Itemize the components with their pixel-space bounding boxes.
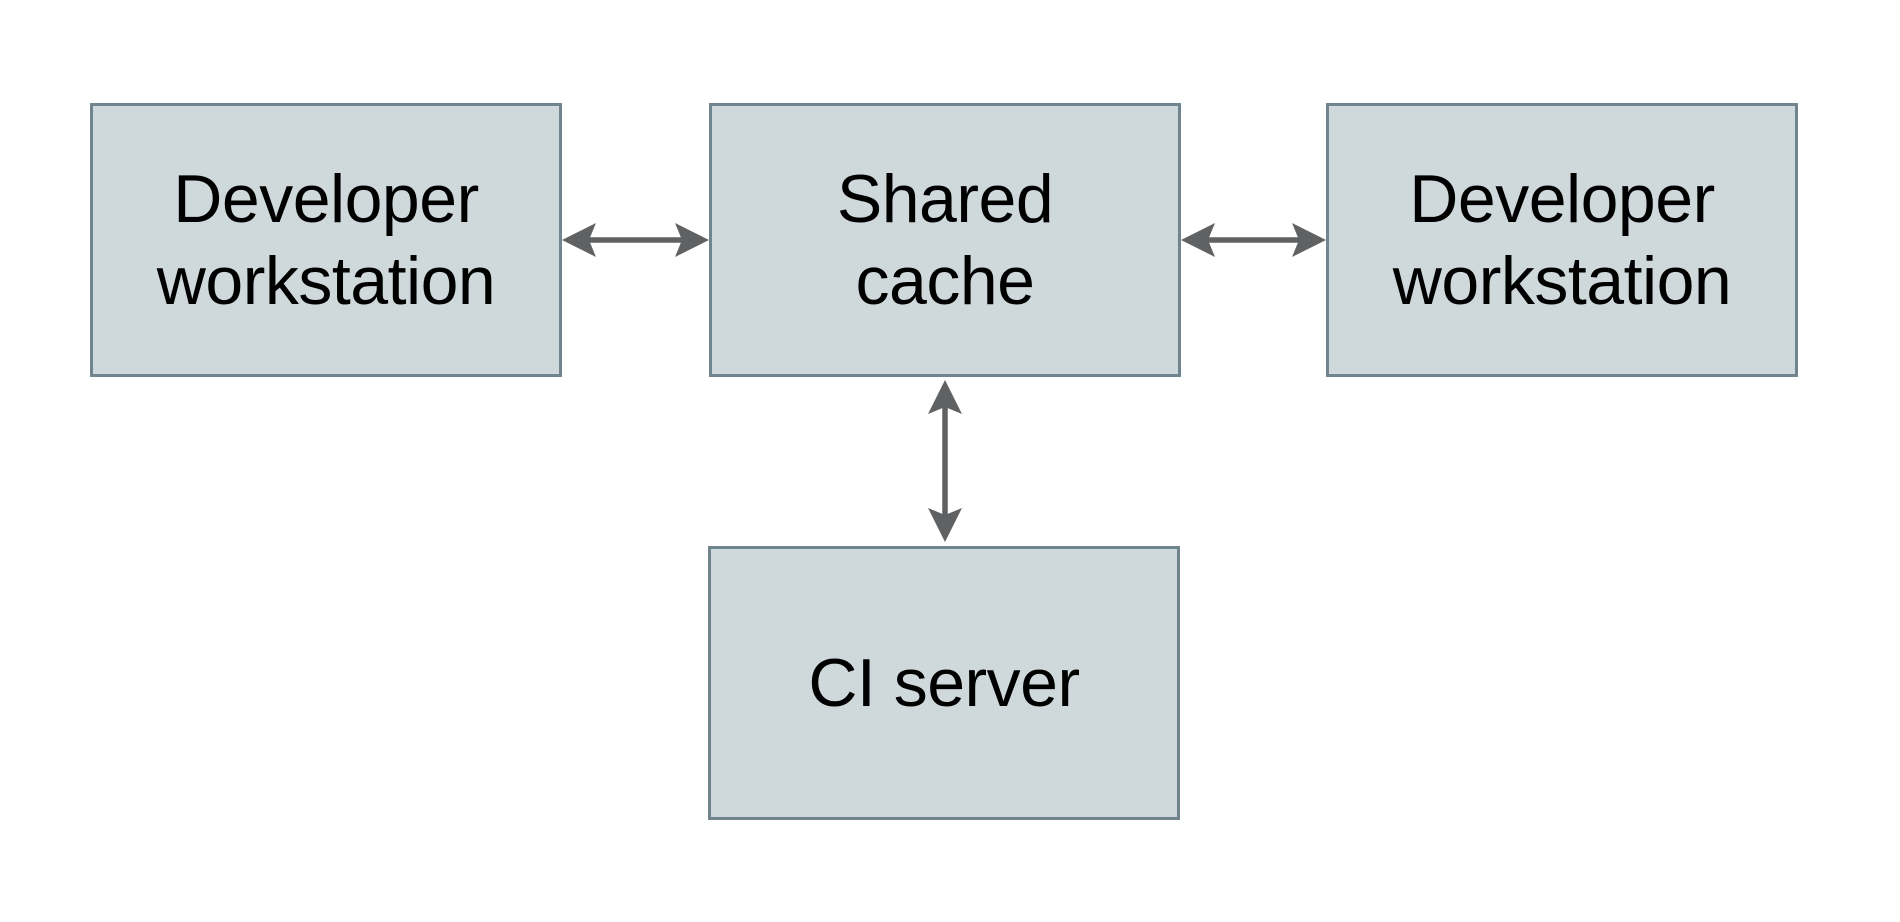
arrowhead-right-icon [675, 223, 709, 257]
arrowhead-left-icon [1181, 223, 1215, 257]
node-ci-server: CI server [708, 546, 1180, 820]
arrowhead-up-icon [928, 380, 962, 414]
node-developer-workstation-left: Developer workstation [90, 103, 562, 377]
node-developer-workstation-right: Developer workstation [1326, 103, 1798, 377]
node-label-line: cache [855, 243, 1035, 319]
double-arrow-icon [1181, 223, 1326, 257]
arrowhead-right-icon [1292, 223, 1326, 257]
arrowhead-left-icon [562, 223, 596, 257]
node-label-line: Developer [173, 161, 479, 237]
node-shared-cache: Shared cache [709, 103, 1181, 377]
node-label-line: Developer [1409, 161, 1715, 237]
node-label-line: CI server [808, 645, 1080, 721]
node-label-line: Shared [836, 161, 1054, 237]
node-label-line: workstation [156, 243, 496, 319]
node-label-line: workstation [1392, 243, 1732, 319]
double-arrow-icon [562, 223, 709, 257]
double-arrow-icon [928, 380, 962, 542]
arrowhead-down-icon [928, 508, 962, 542]
